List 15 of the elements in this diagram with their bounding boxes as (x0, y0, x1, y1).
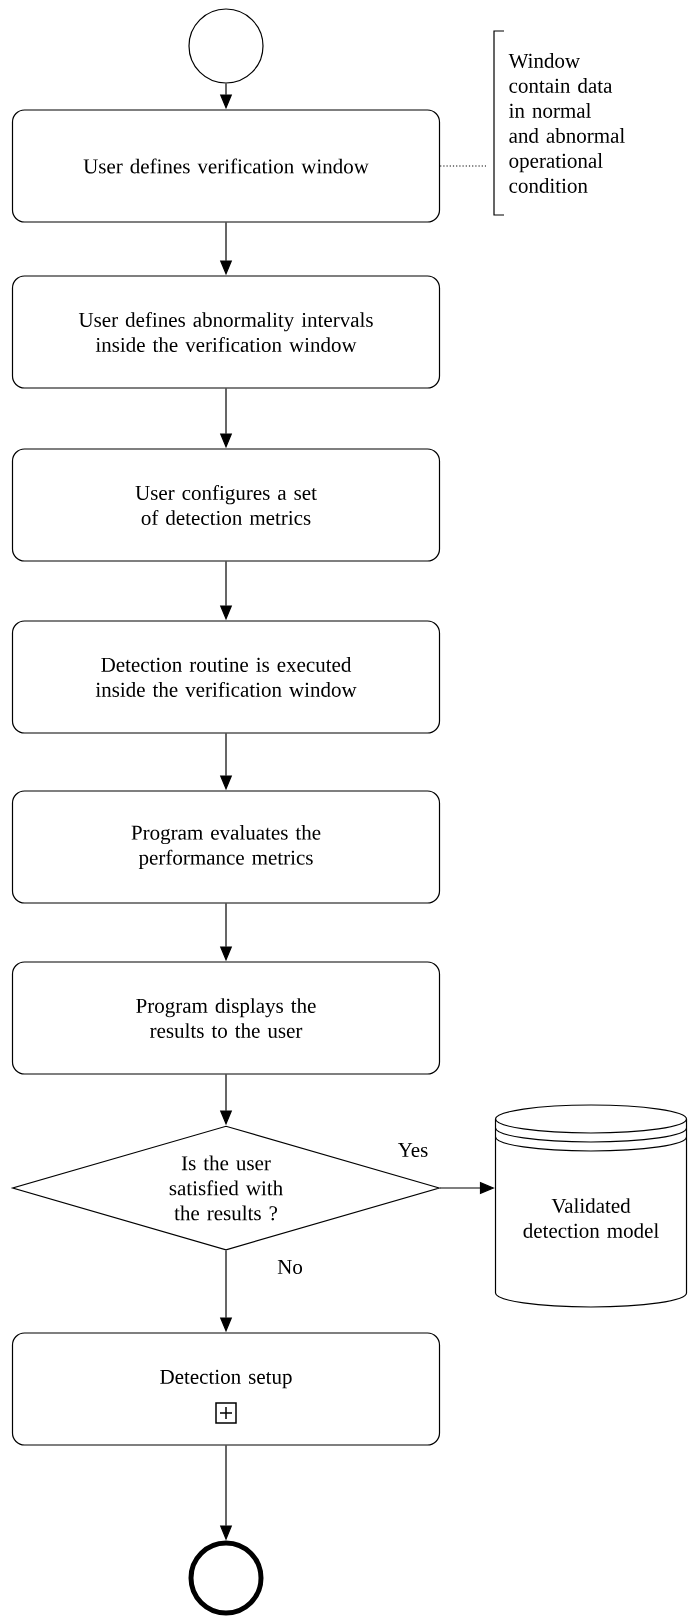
edge-label: No (277, 1260, 303, 1274)
start-event-circle (188, 8, 264, 84)
task-box: Program evaluates the performance metrics (11, 790, 441, 904)
text-annotation: Window contain data in normal and abnormal operational condition (493, 30, 625, 216)
node-label: Validated detection model (523, 1198, 659, 1238)
edge-label: Yes (397, 1143, 428, 1157)
data-store-cylinder: Validated detection model (494, 1104, 688, 1308)
dotted-association-line (439, 165, 487, 167)
task-box: Detection routine is executed inside the verification window (11, 620, 441, 734)
task-box: User configures a set of detection metrics (11, 448, 441, 562)
subprocess-box: Detection setup (11, 1332, 441, 1446)
end-event-circle (188, 1540, 264, 1616)
task-box: User defines abnormality intervals inside the verification window (11, 275, 441, 389)
task-box: Program displays the results to the user (11, 961, 441, 1075)
task-box: User defines verification window (11, 109, 441, 223)
